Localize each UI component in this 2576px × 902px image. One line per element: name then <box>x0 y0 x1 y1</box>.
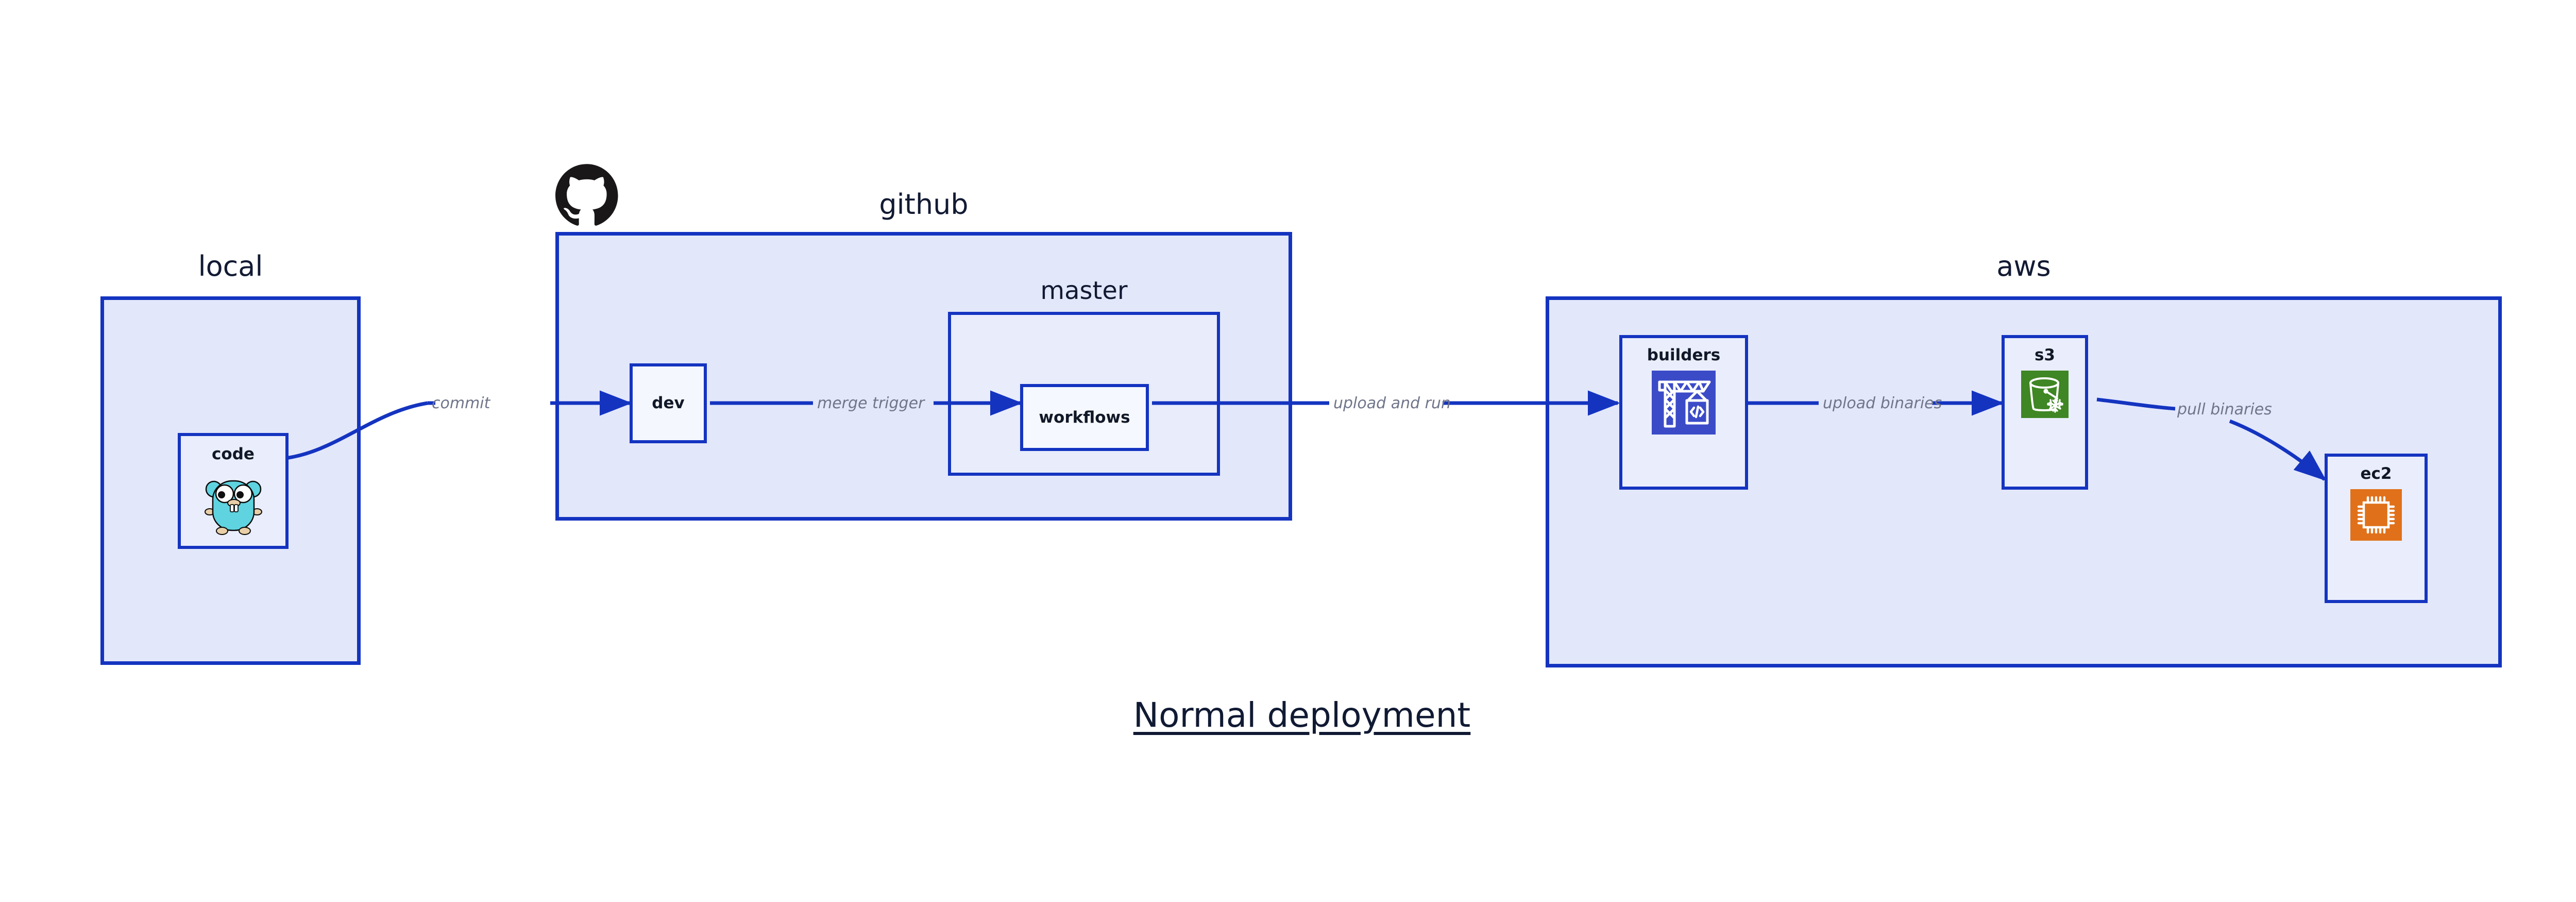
go-gopher-icon <box>202 470 264 537</box>
aws-s3-bucket-icon <box>2021 371 2069 418</box>
edge-label-upload-binaries: upload binaries <box>1823 394 1942 412</box>
node-workflows-label: workflows <box>1039 408 1130 427</box>
node-dev-label: dev <box>652 394 685 412</box>
group-title-local: local <box>198 250 263 282</box>
group-title-master: master <box>1040 276 1128 305</box>
github-octocat-icon <box>555 164 618 228</box>
aws-ec2-chip-icon <box>2350 489 2402 541</box>
node-s3-label: s3 <box>2034 346 2056 364</box>
edge-label-upload-and-run: upload and run <box>1333 394 1451 412</box>
node-dev[interactable]: dev <box>630 363 707 443</box>
node-s3[interactable]: s3 <box>2002 335 2088 490</box>
node-code[interactable]: code <box>178 433 289 549</box>
aws-builders-crane-icon <box>1652 371 1716 435</box>
group-title-github: github <box>879 188 969 221</box>
diagram-caption: Normal deployment <box>1133 695 1471 735</box>
node-ec2[interactable]: ec2 <box>2325 454 2428 603</box>
edge-label-merge-trigger: merge trigger <box>817 394 925 412</box>
node-builders-label: builders <box>1647 346 1721 364</box>
node-workflows[interactable]: workflows <box>1020 384 1149 451</box>
edge-label-commit: commit <box>432 394 490 412</box>
node-ec2-label: ec2 <box>2360 464 2392 483</box>
group-title-aws: aws <box>1996 250 2051 282</box>
node-builders[interactable]: builders <box>1619 335 1748 490</box>
node-code-label: code <box>212 445 255 463</box>
edge-label-pull-binaries: pull binaries <box>2177 400 2272 419</box>
